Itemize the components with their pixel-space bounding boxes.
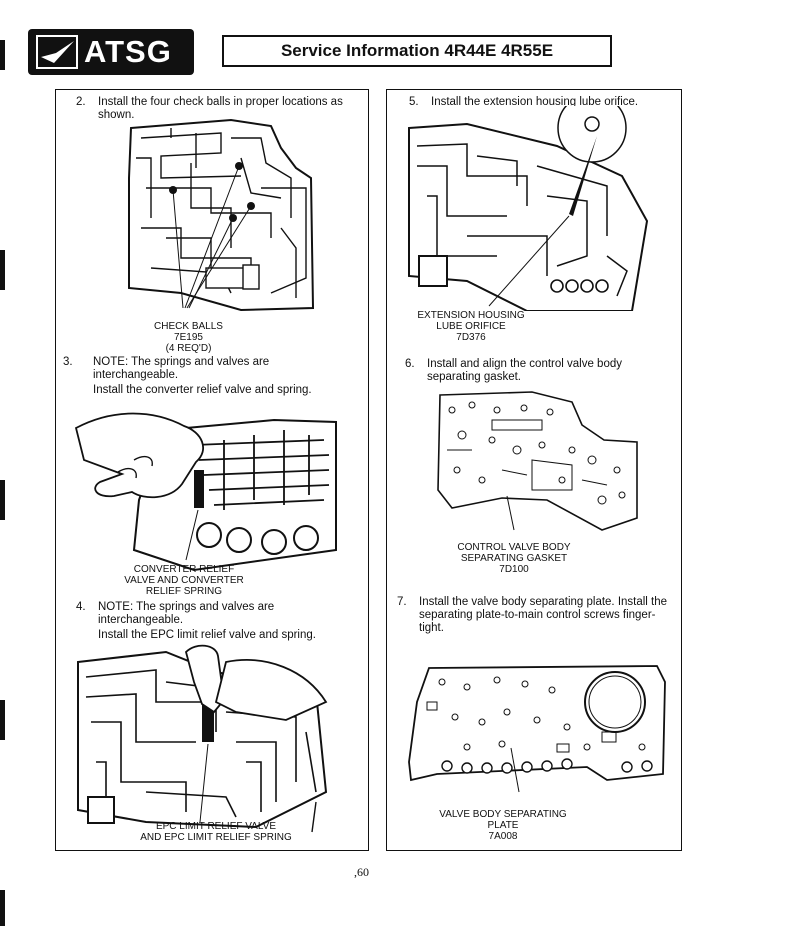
page-title: Service Information 4R44E 4R55E	[222, 35, 612, 67]
binder-mark	[0, 890, 5, 926]
logo-wing-icon	[36, 35, 78, 69]
converter-relief-figure	[74, 412, 337, 572]
separating-gasket-figure	[437, 391, 638, 531]
converter-relief-label: CONVERTER RELIEF VALVE AND CONVERTER REL…	[124, 564, 244, 597]
epc-relief-label: EPC LIMIT RELIEF VALVE AND EPC LIMIT REL…	[140, 821, 292, 843]
separating-plate-figure	[408, 665, 666, 793]
lube-orifice-figure	[408, 106, 649, 311]
left-panel: 2. Install the four check balls in prope…	[55, 89, 369, 851]
epc-relief-figure	[77, 644, 328, 833]
separating-plate-label: VALVE BODY SEPARATING PLATE 7A008	[439, 809, 567, 842]
binder-mark	[0, 700, 5, 740]
logo-text: ATSG	[84, 34, 172, 69]
right-panel: 5. Install the extension housing lube or…	[386, 89, 682, 851]
binder-mark	[0, 250, 5, 290]
lube-orifice-label: EXTENSION HOUSING LUBE ORIFICE 7D376	[417, 310, 525, 343]
check-balls-label: CHECK BALLS 7E195 (4 REQ'D)	[154, 321, 223, 354]
check-balls-figure	[128, 118, 315, 312]
atsg-logo: ATSG	[28, 29, 194, 75]
binder-mark	[0, 40, 5, 70]
page-number: ,60	[354, 865, 369, 879]
binder-mark	[0, 480, 5, 520]
separating-gasket-label: CONTROL VALVE BODY SEPARATING GASKET 7D1…	[457, 542, 571, 575]
